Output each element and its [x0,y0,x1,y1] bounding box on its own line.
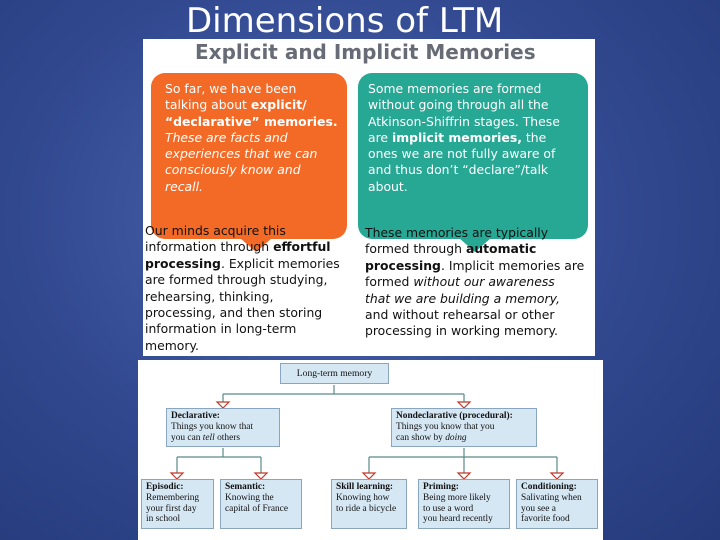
bold-text: effortful [273,239,331,255]
implicit-processing-text: These memories are typically formed thro… [365,225,584,340]
arrow-head [215,401,231,409]
text-line: rehearsing, thinking, [145,288,274,304]
bubble-line: without going through all the [368,97,549,113]
diagram-connectors [169,385,565,480]
arrow-head [456,401,472,409]
implicit-bubble-pointer [459,238,491,252]
nondeclarative-box: Nondeclarative (procedural): Things you … [391,408,537,447]
box-title: Priming: [423,482,459,492]
bubble-text: are [368,129,392,145]
text: . Explicit memories [220,255,340,271]
ltm-diagram: Long-term memory Declarative: Things you… [138,360,603,540]
bubble-text: the [521,129,547,145]
bubble-italic-text: consciously know and [165,162,301,178]
arrow-head [169,472,185,480]
box-text: you can [171,432,203,443]
text-line: and without rehearsal or other [365,307,555,323]
bubble-line: ones we are not fully aware of [368,146,556,162]
box-title: Semantic: [225,482,266,492]
box-line: Things you know that you [396,421,495,432]
text-line: These memories are typically [365,225,549,240]
box-line: to ride a bicycle [336,503,397,514]
box-line: you heard recently [423,514,493,525]
text-line: Our minds acquire this [145,223,286,238]
text: formed through [365,241,466,257]
box-line: you see a [521,503,556,514]
explicit-implicit-image: Explicit and Implicit Memories So far, w… [143,39,595,356]
text-line: processing, and then storing [145,305,323,321]
episodic-box: Episodic: Remembering your first day in … [141,479,214,529]
bold-text: processing [145,255,221,271]
text: . Implicit memories are [440,257,585,273]
bubble-text: talking about [165,97,251,113]
box-title: Declarative: [171,411,220,421]
box-line: Being more likely [423,492,491,503]
box-title: Nondeclarative (procedural): [396,411,513,421]
arrow-head [361,472,377,480]
slide-title: Dimensions of LTM [186,1,504,41]
text-line: are formed through studying, [145,272,328,288]
arrow-head [253,472,269,480]
bubble-line: So far, we have been [165,81,297,96]
text-line: memory. [145,337,199,353]
italic-text: without our awareness [413,274,555,290]
bold-text: processing [365,257,441,273]
bubble-bold-text: explicit/ [250,97,307,113]
skill-learning-box: Skill learning: Knowing how to ride a bi… [331,479,407,529]
box-italic-text: tell [202,432,215,443]
box-title: Episodic: [146,482,184,492]
bubble-bold-text: “declarative” memories. [165,113,338,129]
text-line: information in long-term [145,321,297,337]
box-line: Knowing the [225,492,274,503]
box-text: can show by [396,432,446,443]
box-title: Conditioning: [521,482,577,492]
box-line: to use a word [423,503,474,514]
bubble-line: Atkinson-Shiffrin stages. These [368,113,560,129]
box-line: favorite food [521,514,570,525]
bold-text: automatic [465,241,537,257]
semantic-box: Semantic: Knowing the capital of France [220,479,302,529]
text: formed [365,274,414,290]
priming-box: Priming: Being more likely to use a word… [418,479,510,529]
box-italic-text: doing [445,432,467,443]
box-line: in school [146,514,181,525]
implicit-memories-bubble: Some memories are formed without going t… [358,73,588,239]
arrow-head [456,472,472,480]
box-line: your first day [146,503,197,514]
box-line: Remembering [146,492,200,503]
image-heading: Explicit and Implicit Memories [195,40,536,64]
text: information through [145,239,274,255]
explicit-processing-text: Our minds acquire this information throu… [145,223,340,354]
bubble-italic-text: These are facts and [165,129,288,145]
italic-text: that we are building a memory, [365,290,560,306]
declarative-box: Declarative: Things you know that you ca… [166,408,280,447]
bubble-line: and thus don’t “declare”/talk [368,162,549,178]
bubble-bold-text: implicit memories, [391,129,522,145]
explicit-memories-bubble: So far, we have been talking about expli… [151,73,347,239]
bubble-line: about. [368,178,408,194]
explicit-bubble-pointer [240,238,272,252]
box-line: Salivating when [521,492,582,503]
bubble-italic-text: experiences that we can [165,146,318,162]
conditioning-box: Conditioning: Salivating when you see a … [516,479,598,529]
text-line: processing in working memory. [365,323,558,339]
box-text: others [214,432,241,443]
bubble-line: Some memories are formed [368,81,542,96]
box-title: Skill learning: [336,482,394,492]
box-line: capital of France [225,503,288,514]
arrow-head [549,472,565,480]
box-line: Things you know that [171,421,254,432]
long-term-memory-box: Long-term memory [280,363,389,384]
box-line: Knowing how [336,492,390,503]
bubble-italic-text: recall. [165,178,203,194]
